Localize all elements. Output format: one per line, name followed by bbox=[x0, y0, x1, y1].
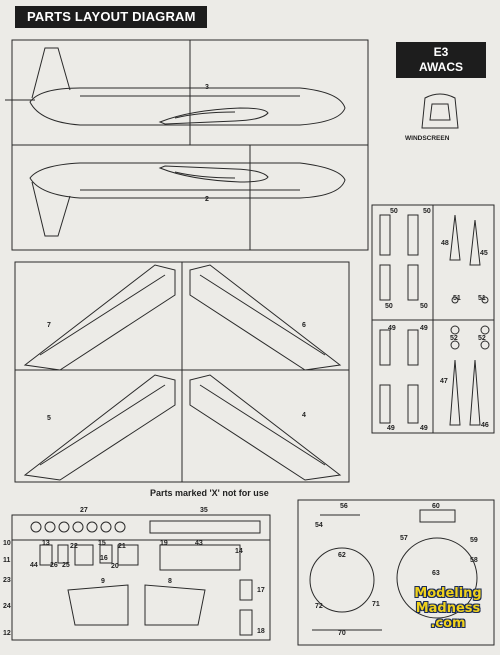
part-label: 7 bbox=[47, 322, 51, 329]
part-label: 3 bbox=[205, 84, 209, 91]
part-label: 35 bbox=[200, 507, 208, 514]
part-label: 50 bbox=[385, 303, 393, 310]
small-parts-sprue-frame bbox=[11, 514, 271, 641]
part-label: 57 bbox=[400, 535, 408, 542]
part-label: 43 bbox=[195, 540, 203, 547]
part-label: 63 bbox=[432, 570, 440, 577]
part-label: 8 bbox=[168, 578, 172, 585]
part-label: 71 bbox=[372, 601, 380, 608]
part-label: 51 bbox=[453, 295, 461, 302]
radome-part-62 bbox=[309, 547, 375, 613]
part-label: 70 bbox=[338, 630, 346, 637]
part-label: 45 bbox=[480, 250, 488, 257]
part-label: 10 bbox=[3, 540, 11, 547]
logo-line-2: Madness bbox=[415, 601, 481, 616]
engine-pylons bbox=[379, 214, 490, 426]
part-label: 49 bbox=[388, 325, 396, 332]
part-label: 46 bbox=[481, 422, 489, 429]
part-label: 9 bbox=[101, 578, 105, 585]
part-label: 62 bbox=[338, 552, 346, 559]
part-label: 48 bbox=[441, 240, 449, 247]
part-label: 51 bbox=[478, 295, 486, 302]
part-label: 11 bbox=[3, 557, 11, 564]
wing-6 bbox=[189, 264, 342, 371]
windscreen-label: WINDSCREEN bbox=[405, 135, 450, 142]
part-label: 15 bbox=[98, 540, 106, 547]
part-label: 17 bbox=[257, 587, 265, 594]
logo-line-1: Modeling bbox=[414, 586, 482, 601]
fuselage-half-3 bbox=[5, 47, 346, 126]
part-label: 47 bbox=[440, 378, 448, 385]
part-label: 4 bbox=[302, 412, 306, 419]
part-label: 13 bbox=[42, 540, 50, 547]
radome-part-63 bbox=[396, 537, 478, 619]
part-label: 18 bbox=[257, 628, 265, 635]
part-label: 14 bbox=[235, 548, 243, 555]
part-label: 49 bbox=[420, 425, 428, 432]
model-badge: E3 AWACS bbox=[396, 42, 486, 78]
wing-5 bbox=[23, 374, 176, 481]
part-label: 50 bbox=[423, 208, 431, 215]
part-label: 54 bbox=[315, 522, 323, 529]
wing-7 bbox=[23, 264, 176, 371]
wheel-parts bbox=[30, 520, 261, 534]
part-label: 56 bbox=[340, 503, 348, 510]
part-label: 19 bbox=[160, 540, 168, 547]
wing-4 bbox=[189, 374, 342, 481]
part-label: 59 bbox=[470, 537, 478, 544]
part-label: 52 bbox=[450, 335, 458, 342]
stabilizer-9 bbox=[67, 584, 129, 626]
not-for-use-caption: Parts marked 'X' not for use bbox=[150, 488, 269, 498]
part-label: 50 bbox=[420, 303, 428, 310]
part-label: 22 bbox=[70, 543, 78, 550]
part-label: 21 bbox=[118, 543, 126, 550]
radome-sprue-frame bbox=[297, 499, 495, 646]
part-label: 26 bbox=[50, 562, 58, 569]
windscreen-part bbox=[421, 93, 459, 129]
part-label: 20 bbox=[111, 563, 119, 570]
part-label: 49 bbox=[387, 425, 395, 432]
part-label: 12 bbox=[3, 630, 11, 637]
part-label: 58 bbox=[470, 557, 478, 564]
stabilizer-8 bbox=[144, 584, 206, 626]
part-label: 24 bbox=[3, 603, 11, 610]
part-label: 60 bbox=[432, 503, 440, 510]
part-label: 5 bbox=[47, 415, 51, 422]
part-label: 2 bbox=[205, 196, 209, 203]
part-label: 23 bbox=[3, 577, 11, 584]
page-title: PARTS LAYOUT DIAGRAM bbox=[15, 6, 207, 28]
part-label: 16 bbox=[100, 555, 108, 562]
site-logo: Modeling Madness .com bbox=[400, 586, 496, 650]
part-label: 50 bbox=[390, 208, 398, 215]
part-label: 52 bbox=[478, 335, 486, 342]
logo-line-3: .com bbox=[430, 616, 466, 631]
fuselage-half-2 bbox=[29, 162, 346, 237]
part-label: 6 bbox=[302, 322, 306, 329]
model-code: E3 bbox=[433, 45, 449, 59]
part-label: 44 bbox=[30, 562, 38, 569]
part-label: 25 bbox=[62, 562, 70, 569]
part-label: 27 bbox=[80, 507, 88, 514]
model-name: AWACS bbox=[418, 60, 463, 74]
part-label: 72 bbox=[315, 603, 323, 610]
part-label: 49 bbox=[420, 325, 428, 332]
